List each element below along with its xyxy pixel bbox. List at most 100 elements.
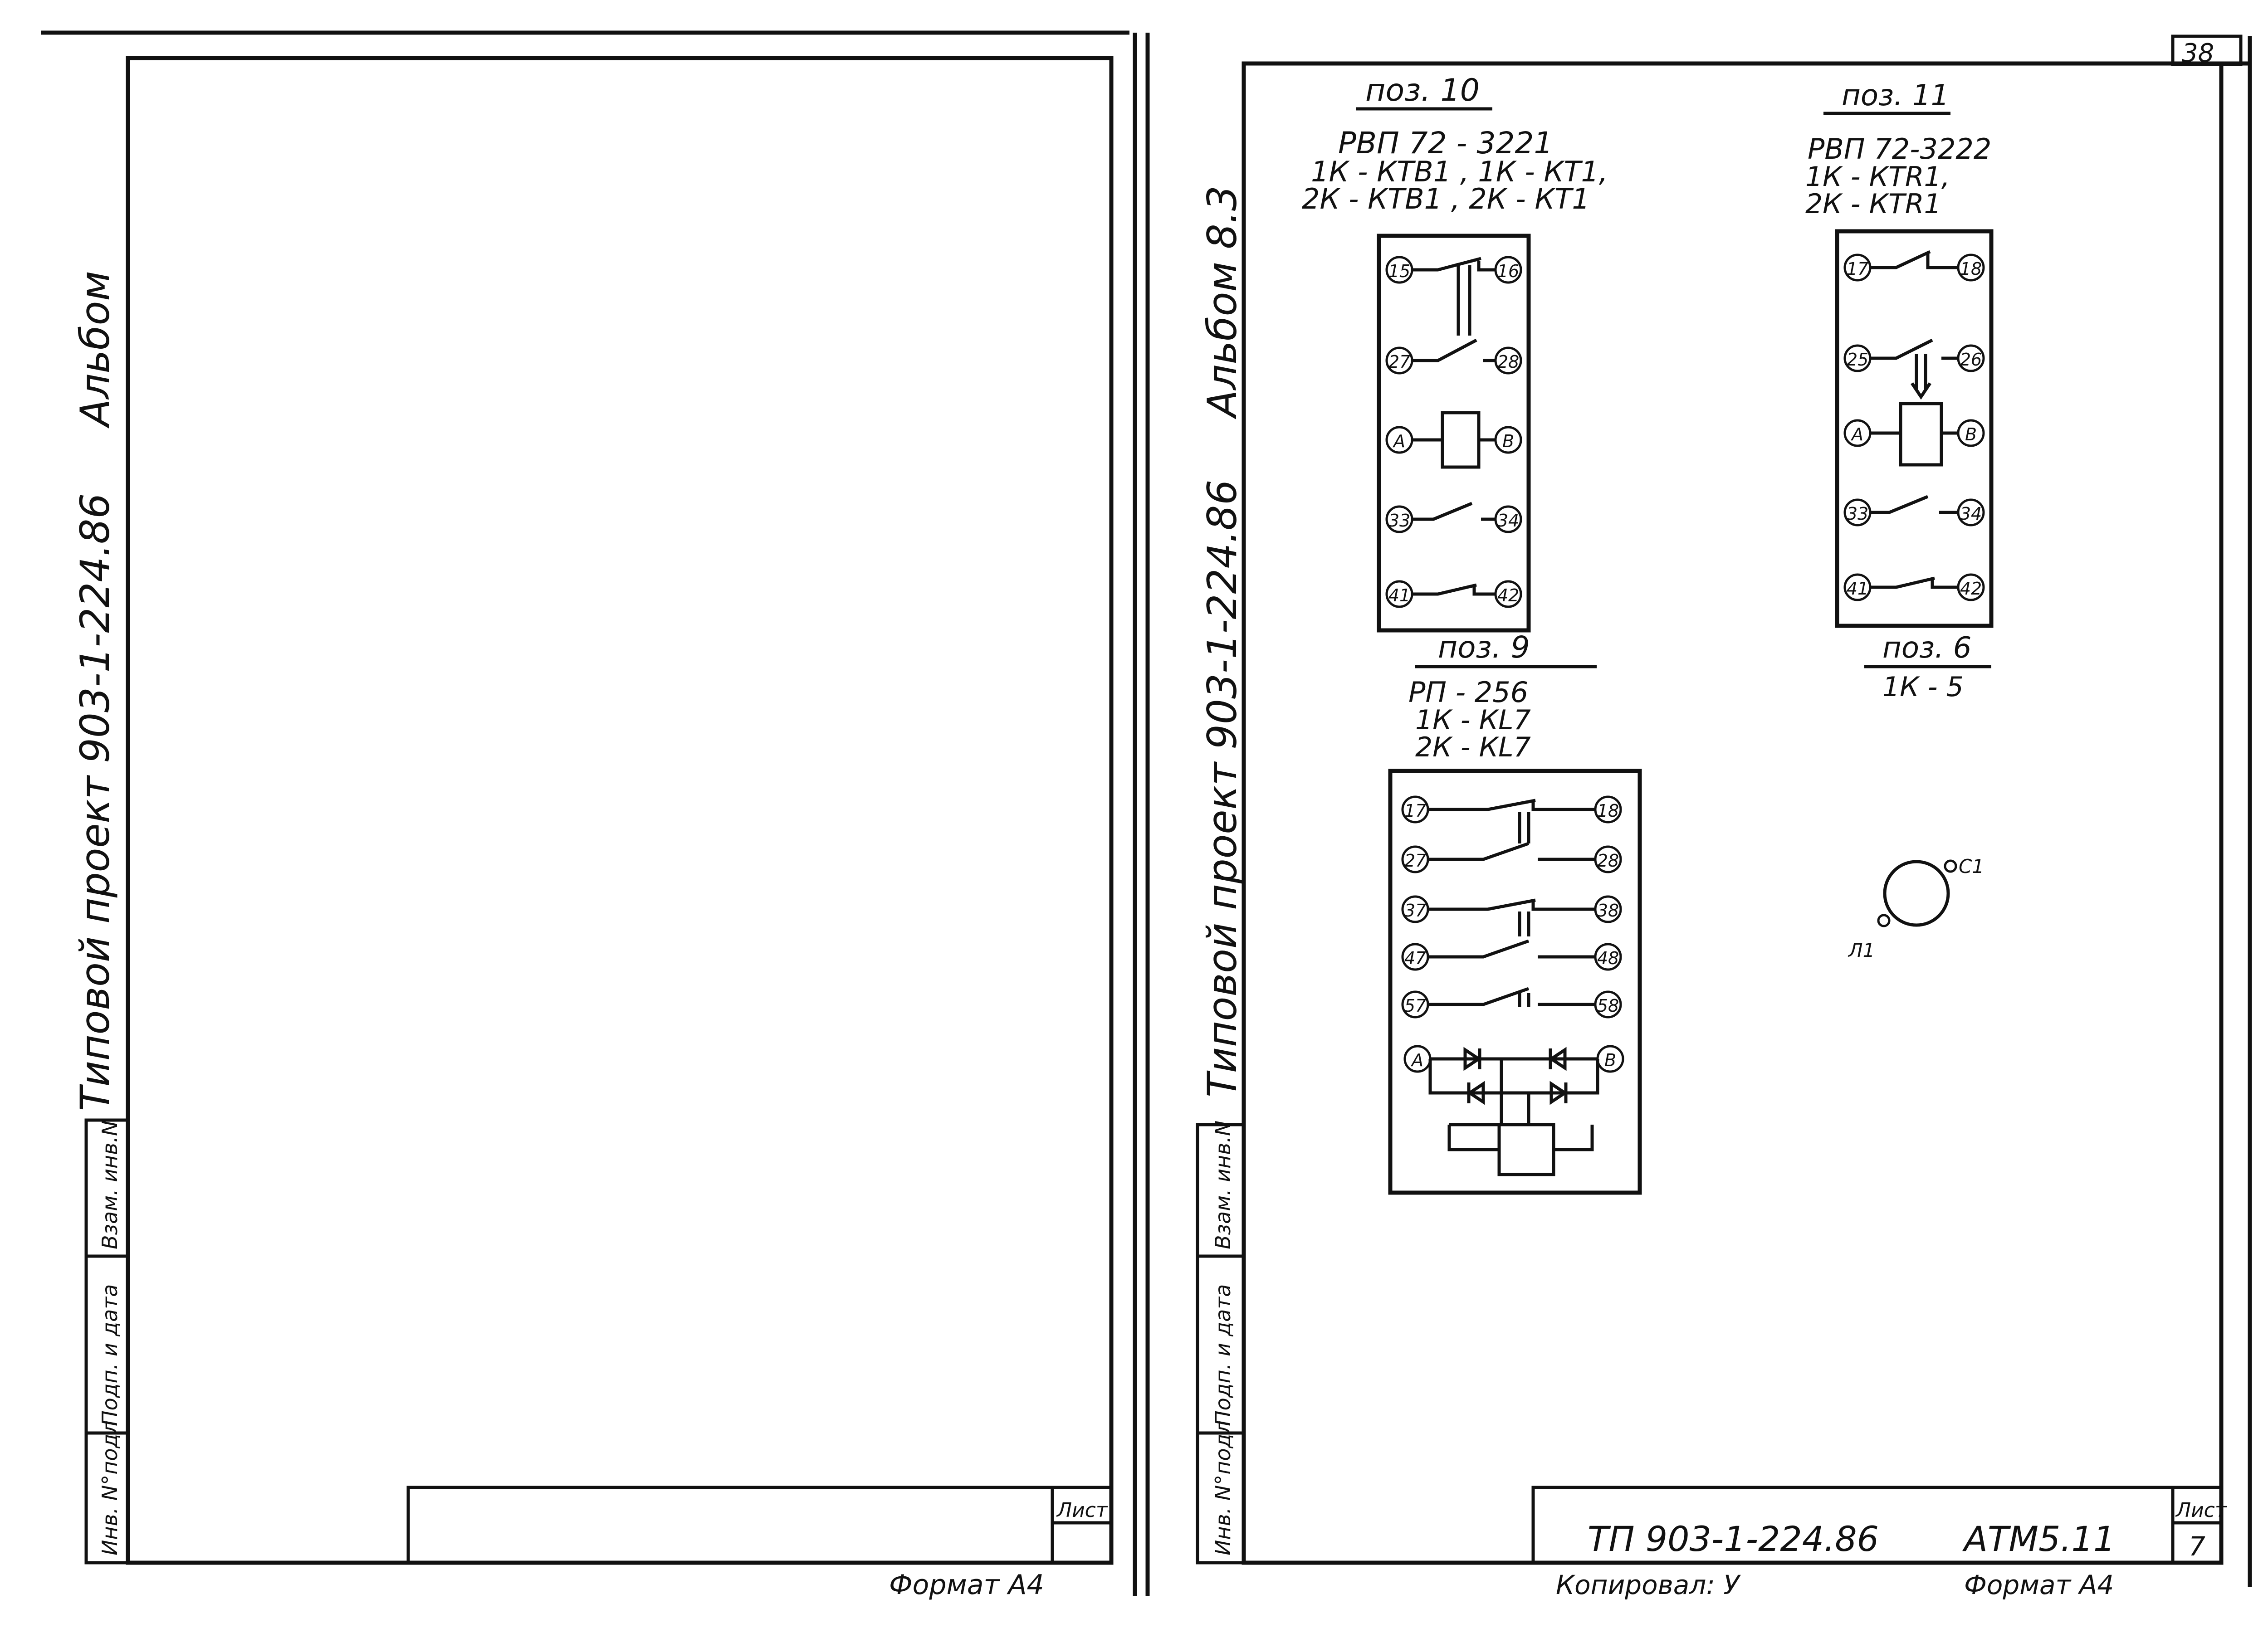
left-frame	[126, 56, 1114, 1565]
diode-icon	[1463, 1047, 1482, 1071]
terminal-label: 58	[1597, 996, 1619, 1016]
terminal-label: 48	[1597, 948, 1619, 968]
pos10-terminals: 15 16 27 28 А В 33 34 41 42	[1385, 256, 1522, 608]
pos10-type: РВП 72 - 3221	[1338, 126, 1553, 161]
terminal-label: 57	[1404, 996, 1426, 1016]
left-stamp-strip	[84, 1118, 130, 1565]
right-sheet: 38 Инв. N°подл Подп. и дата Взам. инв.N …	[1145, 33, 2252, 1600]
pos11-coil	[1899, 402, 1943, 467]
left-stamp-inv: Инв. N°подл	[98, 1420, 122, 1555]
terminal-l1	[1877, 914, 1891, 927]
terminal-label: 47	[1404, 948, 1426, 968]
right-stamp-inv: Инв. N°подл	[1211, 1420, 1235, 1555]
terminal-label: 25	[1847, 350, 1868, 370]
pos11-label: поз. 11	[1842, 79, 1949, 112]
page-number-box	[2171, 34, 2243, 66]
terminal-label: 38	[1597, 901, 1619, 921]
pos9-contacts	[1428, 799, 1595, 1007]
left-side-project: Типовой проект 903-1-224.86	[72, 493, 118, 1111]
diode-icon	[1466, 1081, 1485, 1105]
terminal-label: 17	[1847, 259, 1868, 279]
right-stamp-sign: Подп. и дата	[1211, 1284, 1235, 1426]
pos11-device-box	[1835, 229, 1994, 628]
left-stamp-sign: Подп. и дата	[98, 1284, 122, 1426]
terminal-label: 33	[1847, 504, 1868, 524]
drawing-code: АТМ5.11	[1962, 1519, 2115, 1559]
right-stamp-strip	[1196, 1123, 1246, 1565]
relay-pos9: поз. 9 РП - 256 1К - КL7 2К - КL7 17 18 …	[1388, 630, 1642, 1195]
pos6-tag: 1К - 5	[1882, 671, 1964, 703]
terminal-label: 27	[1388, 352, 1410, 372]
page-number: 38	[2182, 39, 2214, 68]
pos9-device-box	[1388, 769, 1642, 1195]
right-title-block	[1531, 1486, 2223, 1565]
terminal-label: 16	[1497, 261, 1519, 281]
terminal-c1	[1944, 859, 1957, 873]
right-sheet-number: 7	[2189, 1531, 2205, 1562]
left-title-block	[406, 1486, 1113, 1565]
pos11-type: РВП 72-3222	[1808, 132, 1991, 166]
left-sheet: Инв. N°подл Подп. и дата Взам. инв.N Тип…	[41, 30, 1137, 1601]
terminal-label: А	[1850, 424, 1863, 444]
pos6-term-c1: С1	[1959, 855, 1984, 877]
pos10-tags-1: 1К - КТВ1 , 1К - КТ1,	[1311, 155, 1608, 188]
terminal-label: 18	[1960, 259, 1982, 279]
right-format: Формат А4	[1964, 1570, 2114, 1600]
relay-pos11: поз. 11 РВП 72-3222 1К - КТR1, 2К - КТR1…	[1805, 79, 1994, 628]
left-format: Формат А4	[889, 1569, 1044, 1601]
terminal-label: В	[1965, 424, 1977, 444]
terminal-label: 17	[1404, 801, 1426, 821]
pos9-type: РП - 256	[1408, 676, 1528, 709]
terminal-label: 37	[1404, 901, 1426, 921]
terminal-label: 42	[1497, 585, 1519, 605]
pos10-label: поз. 10	[1365, 73, 1480, 108]
terminal-label: В	[1604, 1050, 1616, 1070]
terminal-label: 41	[1847, 579, 1868, 599]
element-pos6: поз. 6 1К - 5 С1 Л1	[1848, 631, 1991, 961]
pos11-tags-2: 2К - КТR1	[1805, 188, 1941, 220]
diode-icon	[1548, 1047, 1567, 1071]
pos6-label: поз. 6	[1882, 631, 1971, 665]
diode-icon	[1549, 1081, 1568, 1105]
relay-pos10: поз. 10 РВП 72 - 3221 1К - КТВ1 , 1К - К…	[1302, 73, 1608, 633]
terminal-label: 27	[1404, 851, 1426, 871]
terminal-label: 41	[1388, 585, 1410, 605]
pos9-tags-2: 2К - КL7	[1415, 731, 1531, 763]
pos10-coil	[1441, 411, 1481, 469]
pos11-tags-1: 1К - КТR1,	[1805, 161, 1950, 193]
terminal-label: А	[1410, 1050, 1423, 1070]
terminal-label: 34	[1497, 511, 1519, 531]
pos10-contacts	[1412, 257, 1496, 596]
pos11-contacts	[1870, 250, 1958, 589]
pos11-terminals: 17 18 25 26 А В 33 34 41 42	[1843, 253, 1985, 601]
terminal-label: 33	[1388, 511, 1410, 531]
right-sheet-label: Лист	[2175, 1499, 2227, 1522]
right-side-album: Альбом 8.3	[1199, 185, 1246, 419]
pos6-symbol	[1883, 860, 1950, 927]
pos9-terminals: 17 18 27 28 37 38 47 48 57 58 А В	[1401, 795, 1624, 1073]
pos9-label: поз. 9	[1438, 630, 1530, 665]
left-sheet-label: Лист	[1056, 1499, 1108, 1522]
terminal-label: 18	[1597, 801, 1619, 821]
pos9-tags-1: 1К - КL7	[1415, 704, 1531, 736]
left-stamp-replace: Взам. инв.N	[98, 1121, 122, 1249]
copied-by: Копировал: У	[1556, 1570, 1741, 1600]
pos6-term-l1: Л1	[1848, 939, 1875, 961]
terminal-label: 15	[1388, 261, 1410, 281]
left-side-album: Альбом	[72, 271, 118, 429]
doc-code: ТП 903-1-224.86	[1588, 1519, 1879, 1559]
terminal-label: 28	[1497, 352, 1519, 372]
pos10-tags-2: 2К - КТВ1 , 2К - КТ1	[1302, 182, 1590, 215]
pos10-device-box	[1377, 234, 1531, 633]
terminal-label: 34	[1960, 504, 1982, 524]
right-side-project: Типовой проект 903-1-224.86	[1199, 480, 1246, 1097]
pos9-diode-bridge	[1428, 1047, 1599, 1176]
terminal-label: 26	[1960, 350, 1982, 370]
terminal-label: А	[1392, 431, 1405, 451]
terminal-label: 28	[1597, 851, 1619, 871]
pos9-coil	[1497, 1123, 1555, 1176]
terminal-label: 42	[1960, 579, 1982, 599]
right-stamp-replace: Взам. инв.N	[1211, 1121, 1235, 1249]
terminal-label: В	[1502, 431, 1514, 451]
